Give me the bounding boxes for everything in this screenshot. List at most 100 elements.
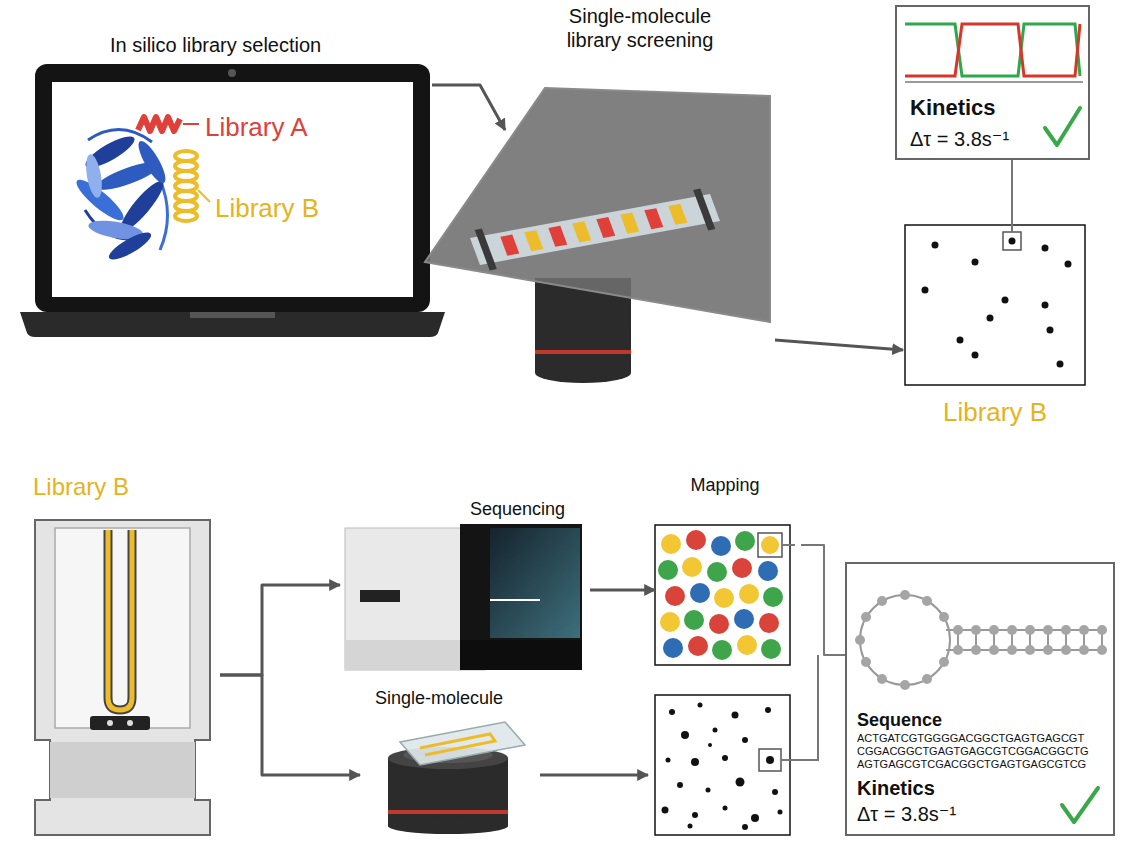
step-label: Mapping (655, 475, 795, 497)
mapping-panel-drawing (758, 533, 782, 557)
microscope-drawing (400, 722, 525, 765)
kinetics-trace (905, 24, 1083, 145)
image-panel (972, 259, 979, 266)
hairpin-structure (1079, 625, 1089, 635)
mapping-panel-drawing (690, 583, 710, 603)
image-panel (662, 807, 669, 814)
image-panel (742, 737, 748, 743)
microscope-drawing (475, 229, 497, 271)
image-panel (722, 755, 728, 761)
rate-value: Δτ = 3.8s⁻¹ (910, 127, 1009, 151)
image-panel (736, 778, 745, 787)
image-panel (1003, 232, 1021, 250)
image-panel (1042, 245, 1049, 252)
image-panel (742, 824, 748, 830)
microscope-drawing (548, 226, 567, 247)
mapping-panel-drawing (739, 584, 759, 604)
hairpin-structure (1007, 625, 1017, 635)
mapping-panel-drawing (665, 586, 685, 606)
microscope-drawing (425, 88, 770, 383)
flow-cell-drawing (107, 720, 113, 726)
laptop-drawing (20, 64, 445, 337)
leader-line (801, 545, 845, 655)
image-panel (972, 352, 979, 359)
microscope-drawing (524, 230, 543, 251)
image-panel (669, 709, 675, 715)
image-panel (957, 337, 964, 344)
hairpin-structure (922, 674, 932, 684)
image-panel (692, 812, 698, 818)
flow-cell-drawing (35, 520, 210, 835)
sequencer-drawing (490, 528, 580, 638)
image-panel (655, 655, 818, 835)
mapping-panel-drawing (759, 613, 779, 633)
microscope-drawing (668, 204, 687, 225)
hairpin-structure (1061, 625, 1071, 635)
image-panel (688, 824, 693, 829)
library-label: Library A (205, 112, 308, 143)
step-label: Single-molecule (375, 688, 503, 710)
protein-structure (138, 117, 180, 131)
image-panel (681, 731, 689, 739)
image-panel (708, 743, 712, 747)
image-panel (778, 810, 783, 815)
mapping-panel-drawing (782, 544, 795, 546)
hairpin-structure (1025, 645, 1035, 655)
microscope-drawing (500, 235, 519, 256)
mapping-panel-drawing (735, 531, 755, 551)
image-panel (772, 789, 778, 795)
protein-structure (198, 190, 210, 202)
sequencer-drawing (460, 640, 582, 670)
image-panel (723, 806, 728, 811)
hairpin-structure (953, 645, 963, 655)
kinetics-heading: Kinetics (910, 95, 996, 121)
hairpin-structure (939, 612, 949, 622)
hairpin-structure (855, 590, 1107, 822)
microscope-drawing (388, 818, 508, 834)
microscope-drawing (596, 217, 615, 238)
microscope-drawing (470, 194, 720, 265)
kinetics-trace (905, 81, 1083, 83)
image-panel (666, 758, 671, 763)
hairpin-structure (860, 595, 950, 685)
image-panel (1009, 238, 1016, 245)
image-panel (751, 814, 759, 822)
mapping-panel-drawing (709, 614, 729, 634)
hairpin-structure (1061, 645, 1071, 655)
image-panel: Library B (905, 225, 1091, 435)
sequencer-drawing (490, 599, 540, 601)
result-box: SequenceACTGATCGTGGGGACGGCTGAGTGAGCGT CG… (845, 562, 1115, 836)
image-panel (987, 315, 994, 322)
sequencer-drawing (360, 590, 400, 602)
process-arrow (220, 675, 360, 775)
flow-cell-drawing (50, 742, 195, 798)
microscope: Single-molecule library screening (505, 0, 775, 385)
hairpin-structure (1079, 645, 1089, 655)
library-label: Library B (215, 193, 319, 224)
image-panel (655, 695, 790, 835)
protein-structure (72, 117, 210, 264)
hairpin-structure (855, 635, 865, 645)
mapping-panel-drawing (660, 612, 680, 632)
hairpin-structure (1043, 645, 1053, 655)
kinetics-box: Kinetics Δτ = 3.8s⁻¹ (895, 5, 1090, 160)
image-panel (759, 749, 781, 771)
mapping-panel-drawing (688, 636, 708, 656)
hairpin-structure (861, 657, 871, 667)
process-arrow (432, 85, 505, 130)
laptop-drawing (20, 312, 445, 337)
mapping-panel-drawing (732, 558, 752, 578)
process-arrow (590, 589, 655, 592)
library-label: Library B (905, 397, 1085, 428)
hairpin-structure (971, 645, 981, 655)
mapping-panel-drawing (737, 635, 757, 655)
image-panel (1057, 361, 1064, 368)
process-arrow (220, 585, 340, 675)
flow-cell: Library B (25, 470, 220, 840)
hairpin-structure (922, 596, 932, 606)
sequence-heading: Sequence (857, 710, 942, 732)
image-panel (713, 728, 718, 733)
mapping-panel-drawing (655, 525, 790, 665)
microscope-drawing (693, 189, 715, 231)
hairpin-structure (877, 674, 887, 684)
